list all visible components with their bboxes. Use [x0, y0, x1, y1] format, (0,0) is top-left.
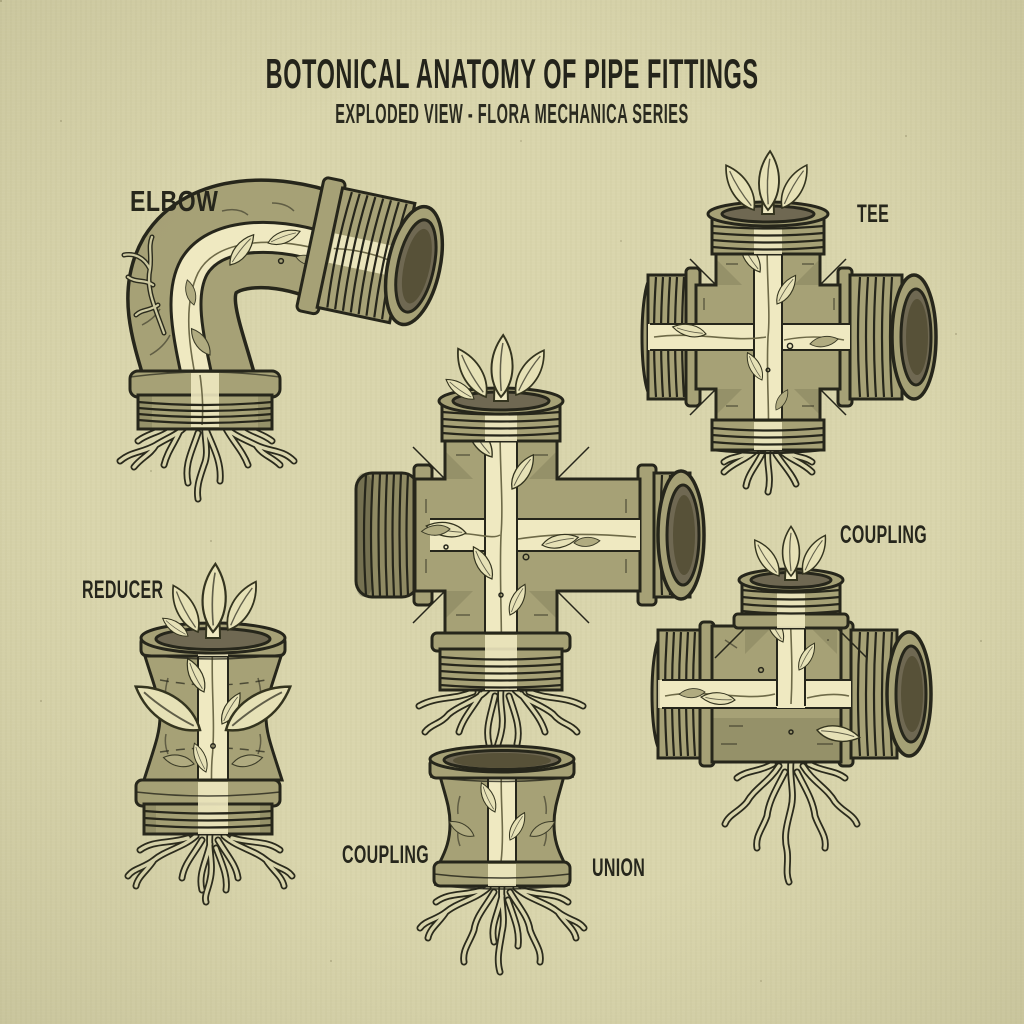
elbow-flange: [128, 369, 282, 431]
tee-right-end: [836, 266, 938, 408]
poster-subtitle: EXPLODED VIEW - FLORA MECHANICA SERIES: [335, 98, 689, 129]
coupling-lower-shade: [712, 718, 841, 762]
tee-sprout-leaves: [717, 149, 815, 216]
subtitle-row: EXPLODED VIEW - FLORA MECHANICA SERIES: [0, 100, 1024, 128]
reducer-bottom-flange: [134, 778, 282, 836]
reducer-sprout-leaves: [159, 562, 265, 641]
poster-title: BOTONICAL ANATOMY OF PIPE FITTINGS: [265, 50, 759, 97]
reducer-roots: [128, 834, 292, 902]
elbow-fitting-illustration: [72, 176, 445, 503]
union-top-ring: [428, 744, 576, 783]
tee-roots: [724, 450, 812, 492]
cross-bevels: [412, 446, 627, 624]
paper-specks: [0, 0, 2, 2]
label-union: UNION: [592, 854, 646, 882]
union-bottom-ring: [432, 860, 572, 890]
label-coupling-bottom: COUPLING: [342, 841, 430, 869]
center-cross-fitting-illustration: [354, 333, 706, 757]
coupling-roots: [725, 762, 857, 882]
cross-right-end: [636, 463, 706, 607]
tee-fitting-illustration: [640, 149, 938, 500]
union-body-hatches: [457, 795, 547, 847]
coupling-top-branch: [732, 567, 850, 630]
label-coupling-right: COUPLING: [840, 521, 928, 549]
coupling-sprout-leaves: [747, 525, 833, 581]
label-reducer: REDUCER: [82, 576, 164, 604]
elbow-threaded-end: [295, 176, 445, 327]
union-roots: [420, 886, 584, 972]
title-row: BOTONICAL ANATOMY OF PIPE FITTINGS: [0, 53, 1024, 95]
cross-sprout-leaves: [442, 333, 553, 405]
tee-bevels: [689, 258, 847, 416]
coupling-right-fitting-illustration: [650, 525, 933, 886]
label-elbow: ELBOW: [130, 186, 219, 218]
elbow-sap-channel: [169, 220, 328, 419]
reducer-fitting-illustration: [98, 562, 299, 902]
cross-bottom-collar: [430, 631, 572, 692]
union-fitting-illustration: [396, 744, 608, 982]
label-tee: TEE: [857, 200, 890, 228]
tee-bottom-collar: [710, 418, 826, 455]
